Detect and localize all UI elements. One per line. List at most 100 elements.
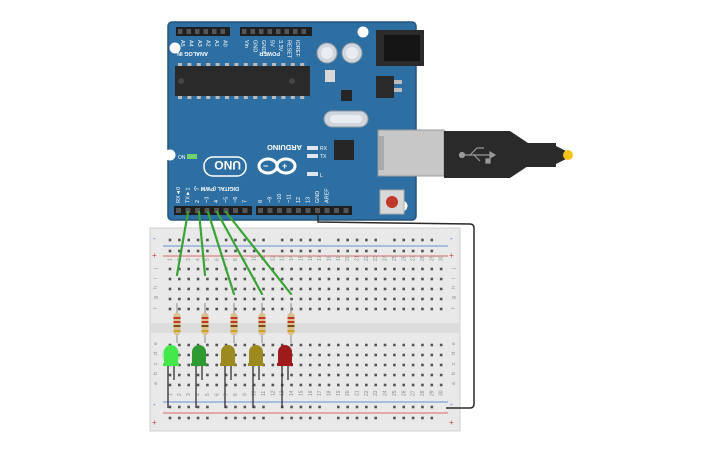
rail-hole[interactable]	[262, 416, 265, 420]
breadboard-hole[interactable]	[393, 373, 396, 377]
breadboard-hole[interactable]	[243, 363, 247, 367]
rail-hole[interactable]	[430, 249, 434, 253]
breadboard-hole[interactable]	[365, 297, 368, 301]
breadboard-hole[interactable]	[224, 343, 228, 347]
rail-hole[interactable]	[262, 249, 265, 253]
breadboard-hole[interactable]	[327, 307, 331, 311]
rail-hole[interactable]	[430, 405, 434, 409]
rail-hole[interactable]	[299, 405, 303, 409]
breadboard-hole[interactable]	[187, 373, 190, 377]
breadboard-hole[interactable]	[168, 297, 172, 301]
rail-hole[interactable]	[374, 238, 377, 242]
breadboard-hole[interactable]	[234, 277, 237, 281]
rail-hole[interactable]	[299, 238, 303, 242]
breadboard-hole[interactable]	[355, 353, 359, 357]
breadboard-hole[interactable]	[262, 383, 265, 387]
breadboard-hole[interactable]	[168, 383, 172, 387]
header-pin[interactable]	[195, 208, 200, 213]
breadboard-hole[interactable]	[402, 383, 406, 387]
rail-hole[interactable]	[243, 249, 247, 253]
header-pin[interactable]	[267, 208, 273, 213]
breadboard-hole[interactable]	[196, 383, 200, 387]
rail-hole[interactable]	[290, 416, 293, 420]
rail-hole[interactable]	[308, 249, 312, 253]
header-pin[interactable]	[284, 29, 290, 34]
rail-hole[interactable]	[411, 416, 415, 420]
breadboard-hole[interactable]	[308, 343, 312, 347]
header-pin[interactable]	[343, 208, 349, 213]
rail-hole[interactable]	[234, 416, 237, 420]
breadboard-hole[interactable]	[365, 307, 368, 311]
breadboard-hole[interactable]	[206, 343, 209, 347]
breadboard-hole[interactable]	[383, 353, 387, 357]
breadboard-hole[interactable]	[327, 343, 331, 347]
breadboard-hole[interactable]	[393, 383, 396, 387]
breadboard-hole[interactable]	[374, 277, 377, 281]
breadboard-hole[interactable]	[308, 353, 312, 357]
breadboard-hole[interactable]	[271, 343, 275, 347]
rail-hole[interactable]	[355, 249, 359, 253]
breadboard-hole[interactable]	[383, 363, 387, 367]
breadboard-hole[interactable]	[365, 383, 368, 387]
led-olive-2[interactable]	[248, 345, 264, 408]
breadboard-hole[interactable]	[411, 383, 415, 387]
breadboard-hole[interactable]	[234, 307, 237, 311]
header-pin[interactable]	[220, 29, 226, 34]
header-pin[interactable]	[315, 208, 320, 213]
breadboard-hole[interactable]	[299, 363, 303, 367]
header-pin[interactable]	[242, 29, 247, 34]
breadboard-hole[interactable]	[215, 343, 219, 347]
breadboard-hole[interactable]	[308, 297, 312, 301]
rail-hole[interactable]	[402, 238, 406, 242]
breadboard-hole[interactable]	[234, 353, 237, 357]
breadboard-hole[interactable]	[271, 297, 275, 301]
breadboard-hole[interactable]	[346, 277, 349, 281]
breadboard-hole[interactable]	[393, 307, 396, 311]
rail-hole[interactable]	[346, 238, 349, 242]
breadboard-hole[interactable]	[318, 373, 321, 377]
breadboard-hole[interactable]	[252, 297, 256, 301]
rail-hole[interactable]	[308, 416, 312, 420]
breadboard-hole[interactable]	[187, 277, 190, 281]
breadboard-hole[interactable]	[383, 287, 387, 291]
breadboard-hole[interactable]	[290, 267, 293, 271]
breadboard-hole[interactable]	[327, 267, 331, 271]
breadboard-hole[interactable]	[280, 297, 284, 301]
breadboard-hole[interactable]	[196, 307, 200, 311]
breadboard-hole[interactable]	[308, 363, 312, 367]
rail-hole[interactable]	[337, 405, 340, 409]
breadboard-hole[interactable]	[327, 287, 331, 291]
header-pin[interactable]	[301, 29, 307, 34]
rail-hole[interactable]	[355, 238, 359, 242]
rail-hole[interactable]	[187, 249, 190, 253]
breadboard-hole[interactable]	[299, 297, 303, 301]
rail-hole[interactable]	[252, 416, 256, 420]
breadboard-hole[interactable]	[411, 287, 415, 291]
breadboard-hole[interactable]	[439, 363, 443, 367]
breadboard-hole[interactable]	[430, 353, 434, 357]
rail-hole[interactable]	[355, 405, 359, 409]
breadboard-hole[interactable]	[374, 287, 377, 291]
breadboard-hole[interactable]	[402, 307, 406, 311]
breadboard-hole[interactable]	[206, 353, 209, 357]
breadboard-hole[interactable]	[318, 343, 321, 347]
breadboard-hole[interactable]	[196, 277, 200, 281]
breadboard-hole[interactable]	[402, 277, 406, 281]
breadboard-hole[interactable]	[224, 297, 228, 301]
breadboard-hole[interactable]	[318, 267, 321, 271]
breadboard-hole[interactable]	[262, 277, 265, 281]
header-pin[interactable]	[233, 208, 238, 213]
breadboard-hole[interactable]	[280, 277, 284, 281]
rail-hole[interactable]	[224, 238, 228, 242]
rail-hole[interactable]	[178, 405, 181, 409]
rail-hole[interactable]	[421, 405, 424, 409]
header-pin[interactable]	[286, 208, 292, 213]
breadboard-hole[interactable]	[178, 353, 181, 357]
breadboard-hole[interactable]	[318, 277, 321, 281]
breadboard-hole[interactable]	[243, 277, 247, 281]
breadboard-hole[interactable]	[206, 307, 209, 311]
header-pin[interactable]	[324, 208, 330, 213]
breadboard-hole[interactable]	[290, 343, 293, 347]
breadboard-hole[interactable]	[365, 343, 368, 347]
header-pin[interactable]	[242, 208, 248, 213]
